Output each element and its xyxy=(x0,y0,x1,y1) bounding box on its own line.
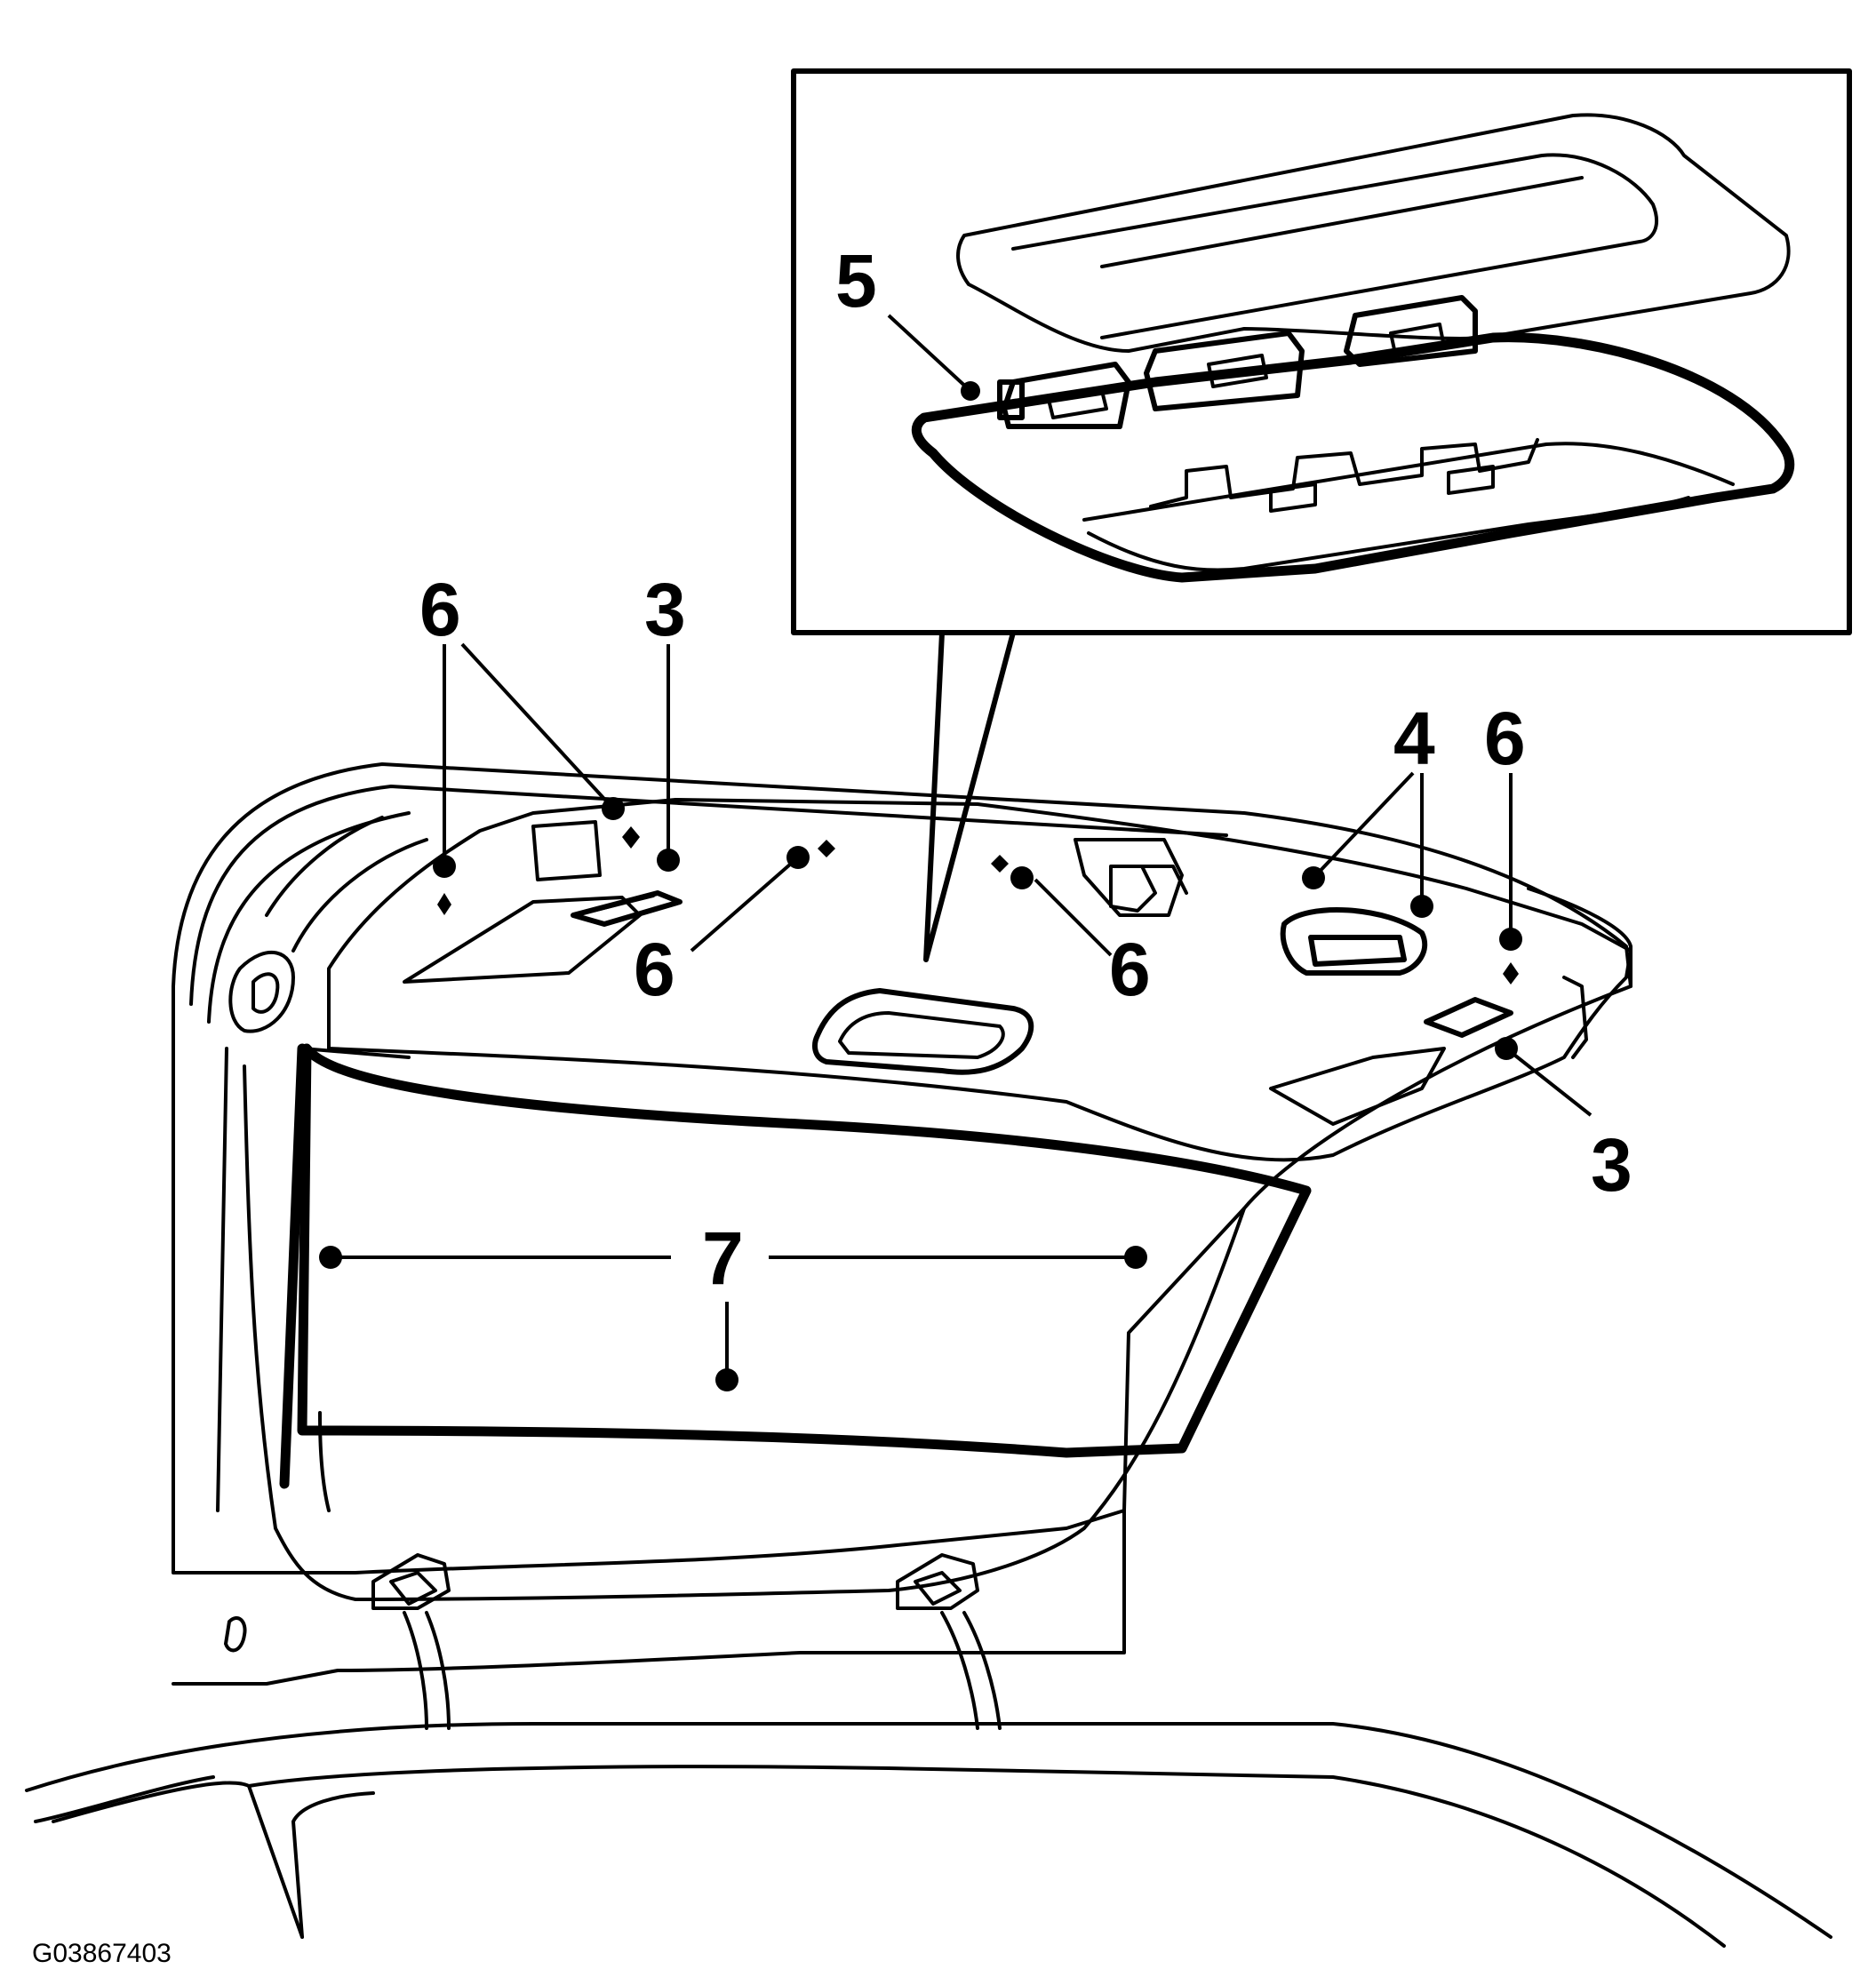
marker-7-right xyxy=(1124,1246,1147,1269)
clip-marker xyxy=(437,893,451,915)
inset-pointer xyxy=(923,630,1016,962)
marker-7-left xyxy=(319,1246,342,1269)
leader-4-a xyxy=(1312,771,1415,880)
leader-3-right xyxy=(1505,1047,1593,1117)
clip-marker xyxy=(991,855,1009,873)
marker-3-left xyxy=(657,849,680,872)
callout-3-left: 3 xyxy=(644,568,686,651)
marker-4-b xyxy=(1410,895,1433,918)
callout-7: 7 xyxy=(702,1216,744,1300)
marker-3-right xyxy=(1495,1037,1518,1060)
clip-marker xyxy=(818,840,835,857)
marker-4-a xyxy=(1302,866,1325,889)
callout-6-center-right: 6 xyxy=(1109,928,1151,1011)
callout-6-left: 6 xyxy=(419,568,461,651)
leader-6-left-b xyxy=(460,642,615,810)
figure-id: G03867403 xyxy=(32,1939,172,1968)
marker-6-center-right xyxy=(1010,866,1034,889)
marker-6-center-left xyxy=(786,846,810,869)
inset-detail xyxy=(791,68,1852,962)
callout-3-right: 3 xyxy=(1591,1123,1633,1207)
clip-marker xyxy=(1503,962,1519,985)
leader-6-center-left xyxy=(690,856,800,953)
marker-6-right xyxy=(1499,928,1522,951)
callout-4: 4 xyxy=(1393,697,1435,780)
marker-5 xyxy=(961,381,980,401)
callout-6-right: 6 xyxy=(1484,697,1526,780)
leader-5 xyxy=(887,314,972,393)
marker-6-left-b xyxy=(602,797,625,820)
clip-marker xyxy=(622,826,640,849)
callout-markers xyxy=(319,314,1593,1391)
callout-6-center-left: 6 xyxy=(634,928,675,1011)
callout-labels: 5 6 3 6 6 4 6 3 7 xyxy=(419,239,1633,1300)
marker-6-left-a xyxy=(433,855,456,878)
inset-frame xyxy=(791,68,1852,635)
leader-6-center-right xyxy=(1034,878,1113,957)
callout-5: 5 xyxy=(835,239,877,323)
marker-7-bottom xyxy=(715,1368,738,1391)
